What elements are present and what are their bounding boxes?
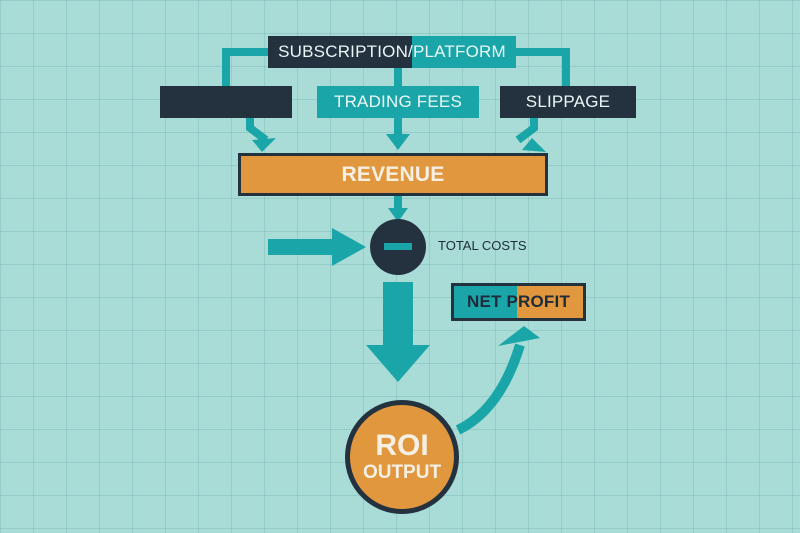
connector-left-revenue	[246, 118, 269, 144]
roi-label: ROI	[375, 429, 429, 462]
source-left-node	[160, 86, 292, 118]
slippage-node: SLIPPAGE	[500, 86, 636, 118]
total-costs-label: TOTAL COSTS	[438, 238, 527, 253]
revenue-label: REVENUE	[341, 162, 445, 186]
trading-fees-node: TRADING FEES	[317, 86, 479, 118]
arrowhead-net	[498, 326, 540, 346]
net-profit-node: NET PROFIT	[451, 283, 586, 321]
subscription-platform-node: SUBSCRIPTION/PLATFORM	[268, 36, 516, 68]
minus-bar	[384, 243, 412, 250]
arrowhead-left	[252, 138, 276, 152]
slippage-label: SLIPPAGE	[525, 92, 611, 111]
output-label: OUTPUT	[362, 462, 442, 483]
arrowhead-costs	[332, 228, 366, 266]
connector-top-right	[516, 48, 570, 86]
arrowhead-right	[522, 138, 546, 152]
revenue-node: REVENUE	[238, 153, 548, 196]
arrowhead-revenue	[388, 208, 408, 222]
connector-roi-net	[455, 343, 525, 435]
connector-top-left	[222, 48, 268, 86]
trading-fees-label: TRADING FEES	[333, 92, 463, 111]
arrowhead-mid	[386, 134, 410, 150]
arrowhead-roi	[366, 345, 430, 382]
net-profit-label: NET PROFIT	[466, 292, 571, 311]
roi-output-node: ROI OUTPUT	[345, 400, 459, 514]
subscription-label: SUBSCRIPTION/PLATFORM	[278, 42, 506, 61]
connector-right-revenue	[515, 118, 538, 144]
